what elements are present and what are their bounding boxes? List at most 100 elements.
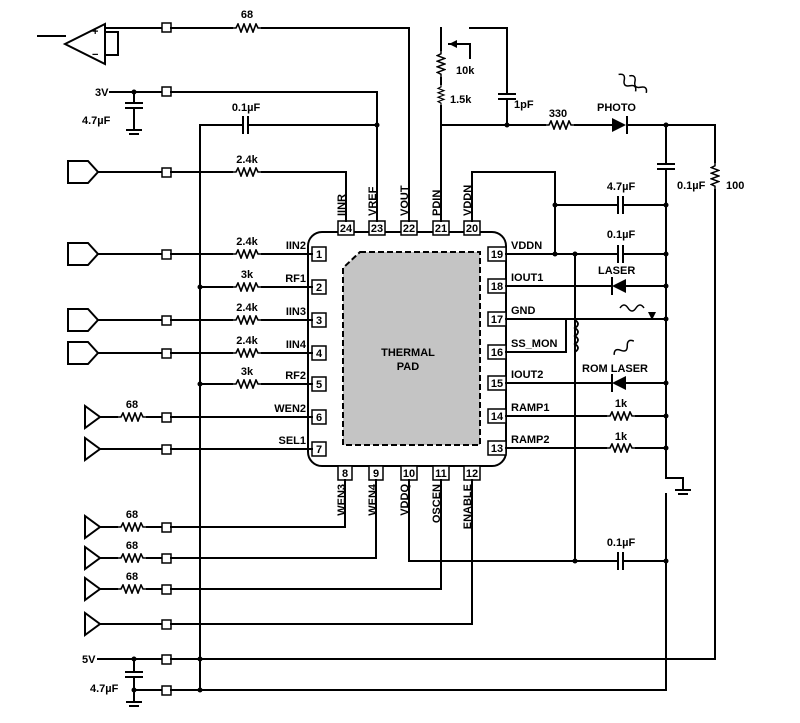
label-r-wen4: 68 xyxy=(126,540,138,552)
pin-4-name: IIN4 xyxy=(286,339,307,351)
terminal xyxy=(161,22,172,33)
digital-input-oscen xyxy=(84,576,102,602)
label-c-vddq: 0.1µF xyxy=(607,537,636,549)
ic-chip: THERMAL PAD xyxy=(307,231,507,467)
label-c-5v: 4.7µF xyxy=(90,683,119,695)
rom-laser-emission-icon xyxy=(613,339,635,355)
resistor-iin4 xyxy=(232,348,262,358)
resistor-oscen xyxy=(117,584,147,594)
pot-10k xyxy=(436,50,446,78)
resistor-rf1 xyxy=(232,282,262,292)
pin-7-num: 7 xyxy=(316,444,322,456)
label-r-oscen: 68 xyxy=(126,571,138,583)
digital-input-sel1 xyxy=(84,436,102,462)
svg-text:+: + xyxy=(92,26,98,38)
digital-input-wen4 xyxy=(84,545,102,571)
input-connector-iinr xyxy=(67,160,100,184)
label-c-photo: 0.1µF xyxy=(677,180,706,192)
pin-23-num: 23 xyxy=(371,223,383,235)
pin-6-name: WEN2 xyxy=(274,403,306,415)
label-r-iin4: 2.4k xyxy=(236,335,258,347)
thermal-pad xyxy=(342,251,481,446)
opamp: + − xyxy=(37,22,119,66)
pin-10-num: 10 xyxy=(403,468,415,480)
pin-21-num: 21 xyxy=(435,223,447,235)
pin-5-num: 5 xyxy=(316,379,322,391)
pin-8-name: WEN3 xyxy=(336,484,348,516)
label-c-vddn: 0.1µF xyxy=(607,229,636,241)
pin-8-num: 8 xyxy=(342,468,348,480)
pin-19-name: VDDN xyxy=(511,240,542,252)
digital-input-enable xyxy=(84,611,102,637)
input-connector-iin2 xyxy=(67,242,100,266)
label-r-iin3: 2.4k xyxy=(236,302,258,314)
resistor-1-5k xyxy=(437,84,445,106)
resistor-100 xyxy=(710,162,720,190)
label-laser: LASER xyxy=(598,265,635,277)
resistor-wen4 xyxy=(117,553,147,563)
inductor-icon xyxy=(573,319,579,353)
resistor-iinr xyxy=(232,167,262,177)
label-c-3v: 4.7µF xyxy=(82,115,111,127)
pin-13-num: 13 xyxy=(491,443,503,455)
resistor-iin3 xyxy=(232,315,262,325)
resistor-330 xyxy=(545,120,575,130)
label-r-pd: 1.5k xyxy=(450,94,472,106)
pin-24-num: 24 xyxy=(340,223,353,235)
input-connector-iin4 xyxy=(67,341,100,365)
pin-20-num: 20 xyxy=(466,223,478,235)
pin-6-num: 6 xyxy=(316,412,322,424)
pin-2-num: 2 xyxy=(316,282,322,294)
pin-19-num: 19 xyxy=(491,249,503,261)
pin-15-name: IOUT2 xyxy=(511,369,543,381)
pin-2-name: RF1 xyxy=(285,273,306,285)
resistor-ramp1 xyxy=(606,411,636,421)
resistor-wen2 xyxy=(117,412,147,422)
pin-22-num: 22 xyxy=(403,223,415,235)
laser-emission-icon xyxy=(619,304,645,312)
label-r-rf1: 3k xyxy=(241,269,254,281)
pin-13-name: RAMP2 xyxy=(511,434,550,446)
label-c-vref: 0.1µF xyxy=(232,102,261,114)
resistor-68-top xyxy=(232,23,262,33)
svg-text:−: − xyxy=(92,49,98,61)
pin-18-num: 18 xyxy=(491,281,503,293)
label-r-photo: 330 xyxy=(549,108,567,120)
pin-15-num: 15 xyxy=(491,378,503,390)
pot-wiper-arrow-icon xyxy=(449,40,457,48)
label-c-vddn-top: 4.7µF xyxy=(607,181,636,193)
resistor-iin2 xyxy=(232,249,262,259)
pin-3-num: 3 xyxy=(316,315,322,327)
pin-16-name: SS_MON xyxy=(511,338,558,350)
label-r-top: 68 xyxy=(241,9,253,21)
thermal-pad-label-1: THERMAL xyxy=(381,347,435,359)
label-r-iinr: 2.4k xyxy=(236,154,258,166)
pin-5-name: RF2 xyxy=(285,370,306,382)
digital-input-wen3 xyxy=(84,514,102,540)
digital-input-wen2 xyxy=(84,404,102,430)
label-r-ramp2: 1k xyxy=(615,431,628,443)
pin-14-num: 14 xyxy=(491,411,504,423)
label-r-photo-load: 100 xyxy=(726,180,744,192)
pin-16-num: 16 xyxy=(491,347,503,359)
pin-17-num: 17 xyxy=(491,314,503,326)
laser-diode-icon xyxy=(611,277,626,295)
resistor-ramp2 xyxy=(606,443,636,453)
photodiode-icon xyxy=(612,73,648,134)
label-rom-laser: ROM LASER xyxy=(582,363,648,375)
pin-17-name: GND xyxy=(511,305,536,317)
rom-laser-diode-icon xyxy=(611,374,626,392)
pin-9-name: WEN4 xyxy=(367,483,379,516)
pin-7-name: SEL1 xyxy=(278,435,306,447)
label-r-iin2: 2.4k xyxy=(236,236,258,248)
label-photo: PHOTO xyxy=(597,102,636,114)
pin-4-num: 4 xyxy=(316,348,323,360)
pin-3-name: IIN3 xyxy=(286,306,306,318)
pin-1-num: 1 xyxy=(316,249,322,261)
resistor-rf2 xyxy=(232,379,262,389)
label-r-rf2: 3k xyxy=(241,366,254,378)
input-connector-iin3 xyxy=(67,308,100,332)
pin-9-num: 9 xyxy=(373,468,379,480)
pin-14-name: RAMP1 xyxy=(511,402,550,414)
